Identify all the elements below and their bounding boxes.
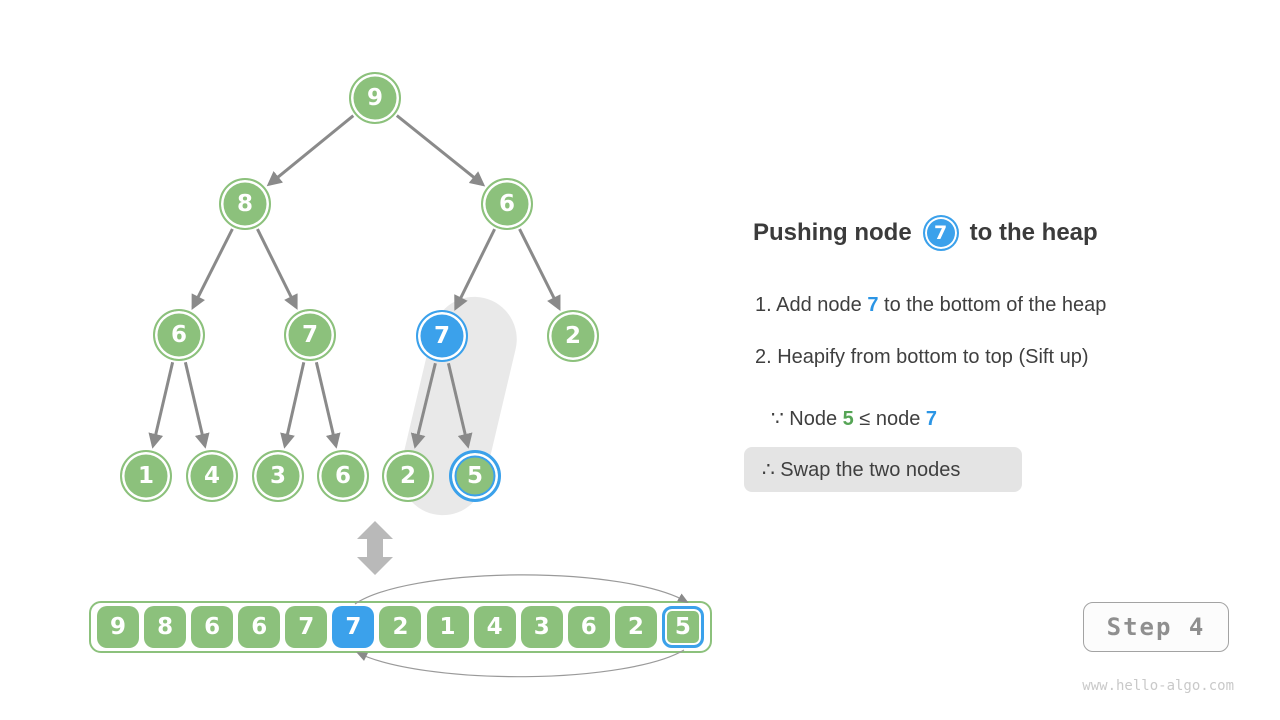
therefore-box: ∴ Swap the two nodes xyxy=(744,447,1022,492)
array-cell-6: 6 xyxy=(191,606,234,648)
tree-edge-arrow xyxy=(256,228,298,310)
title-node-7-icon: 7 xyxy=(922,215,959,251)
tree-edge-arrow xyxy=(280,361,306,449)
tree-edge-arrow xyxy=(518,228,561,311)
tree-node-1: 1 xyxy=(120,450,172,502)
tree-edge-arrow xyxy=(266,114,355,187)
tree-edge-arrow xyxy=(314,361,341,449)
instruction-step-2: 2. Heapify from bottom to top (Sift up) xyxy=(755,346,1088,369)
array-cell-4: 4 xyxy=(473,606,516,648)
tree-edge-arrow xyxy=(148,361,175,449)
tree-node-2: 2 xyxy=(547,310,599,362)
tree-node-6: 6 xyxy=(481,178,533,230)
array-cell-2: 2 xyxy=(379,606,422,648)
array-cell-3: 3 xyxy=(520,606,563,648)
tree-node-6: 6 xyxy=(153,309,205,361)
tree-node-3: 3 xyxy=(252,450,304,502)
array-cell-7: 7 xyxy=(332,606,375,648)
because-mid: ≤ node xyxy=(853,408,926,430)
array-cell-2: 2 xyxy=(614,606,657,648)
tree-node-8: 8 xyxy=(219,178,271,230)
swap-arc-bottom xyxy=(356,649,685,678)
title-prefix: Pushing node xyxy=(753,219,912,246)
tree-array-doublearrow-icon xyxy=(357,521,393,575)
step1-suffix: to the bottom of the heap xyxy=(878,294,1107,316)
tree-node-5: 5 xyxy=(449,450,501,502)
array-cell-8: 8 xyxy=(144,606,187,648)
tree-node-6: 6 xyxy=(317,450,369,502)
array-cell-6: 6 xyxy=(238,606,281,648)
tree-node-9: 9 xyxy=(349,72,401,124)
tree-node-4: 4 xyxy=(186,450,238,502)
because-node-5: 5 xyxy=(842,408,854,430)
array-cell-7: 7 xyxy=(285,606,328,648)
because-node-7: 7 xyxy=(925,408,938,430)
array-cell-1: 1 xyxy=(426,606,469,648)
tree-edge-arrow xyxy=(191,228,234,310)
title-suffix: to the heap xyxy=(969,219,1098,246)
step1-prefix: 1. Add node xyxy=(755,294,868,316)
swap-arc-top xyxy=(354,574,689,605)
tree-edge-arrow xyxy=(395,114,486,187)
tree-node-7: 7 xyxy=(284,309,336,361)
instruction-step-1: 1. Add node 7 to the bottom of the heap xyxy=(755,294,1106,317)
step-counter-button[interactable]: Step 4 xyxy=(1083,602,1229,652)
because-line: ∵ Node 5 ≤ node 7 xyxy=(771,406,937,431)
tree-node-2: 2 xyxy=(382,450,434,502)
array-cell-9: 9 xyxy=(97,606,139,648)
step1-node: 7 xyxy=(867,294,879,316)
array-cell-6: 6 xyxy=(567,606,610,648)
watermark: www.hello-algo.com xyxy=(1082,678,1234,694)
because-prefix: ∵ Node xyxy=(771,408,843,430)
tree-edge-arrow xyxy=(183,361,210,449)
array-cell-5: 5 xyxy=(661,606,704,648)
step2-text: 2. Heapify from bottom to top (Sift up) xyxy=(755,346,1089,368)
step-counter-label: Step 4 xyxy=(1106,613,1206,641)
therefore-text: ∴ Swap the two nodes xyxy=(762,459,961,481)
tree-node-7: 7 xyxy=(416,310,468,362)
panel-title: Pushing node 7 to the heap xyxy=(753,207,1098,259)
